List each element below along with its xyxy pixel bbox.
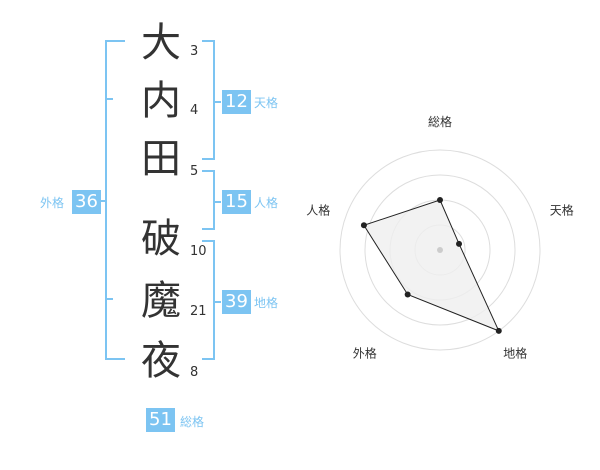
radar-area [363,199,500,332]
stroke-count-3: 5 [190,164,199,179]
jinkaku-label: 人格 [254,196,279,210]
radar-ring-4 [339,149,541,351]
radar-point-3 [495,327,502,334]
tenkaku-label: 天格 [254,96,279,110]
radar-axis-label-4: 外格 [353,346,377,361]
name-char-2: 内 [141,78,181,124]
tenkaku-value: 12 [222,90,251,114]
radar-point-1 [437,197,443,203]
stroke-count-1: 3 [190,44,199,59]
stroke-count-4: 10 [190,244,207,259]
soukaku-label: 総格 [180,415,205,429]
gaikaku-value: 36 [72,190,101,214]
stroke-count-5: 21 [190,304,207,319]
chikaku-value: 39 [222,290,251,314]
radar-center [437,247,443,253]
name-char-5: 魔 [141,278,181,324]
radar-axis-label-5: 人格 [306,202,330,217]
radar-axis-label-2: 天格 [550,202,574,217]
radar-ring-3 [364,174,516,326]
name-char-1: 大 [141,20,181,66]
radar-axis-label-1: 総格 [428,114,452,129]
jinkaku-value: 15 [222,190,251,214]
radar-axis-label-3: 地格 [503,346,527,361]
name-char-4: 破 [141,216,181,262]
stroke-count-2: 4 [190,103,199,118]
stroke-count-6: 8 [190,365,199,380]
radar-point-5 [360,222,367,229]
name-char-3: 田 [141,136,181,182]
gaikaku-label: 外格 [40,196,65,210]
radar-point-4 [404,291,411,298]
radar-point-2 [456,240,463,247]
soukaku-value: 51 [146,408,175,432]
name-char-6: 夜 [141,338,181,384]
chikaku-label: 地格 [254,296,279,310]
